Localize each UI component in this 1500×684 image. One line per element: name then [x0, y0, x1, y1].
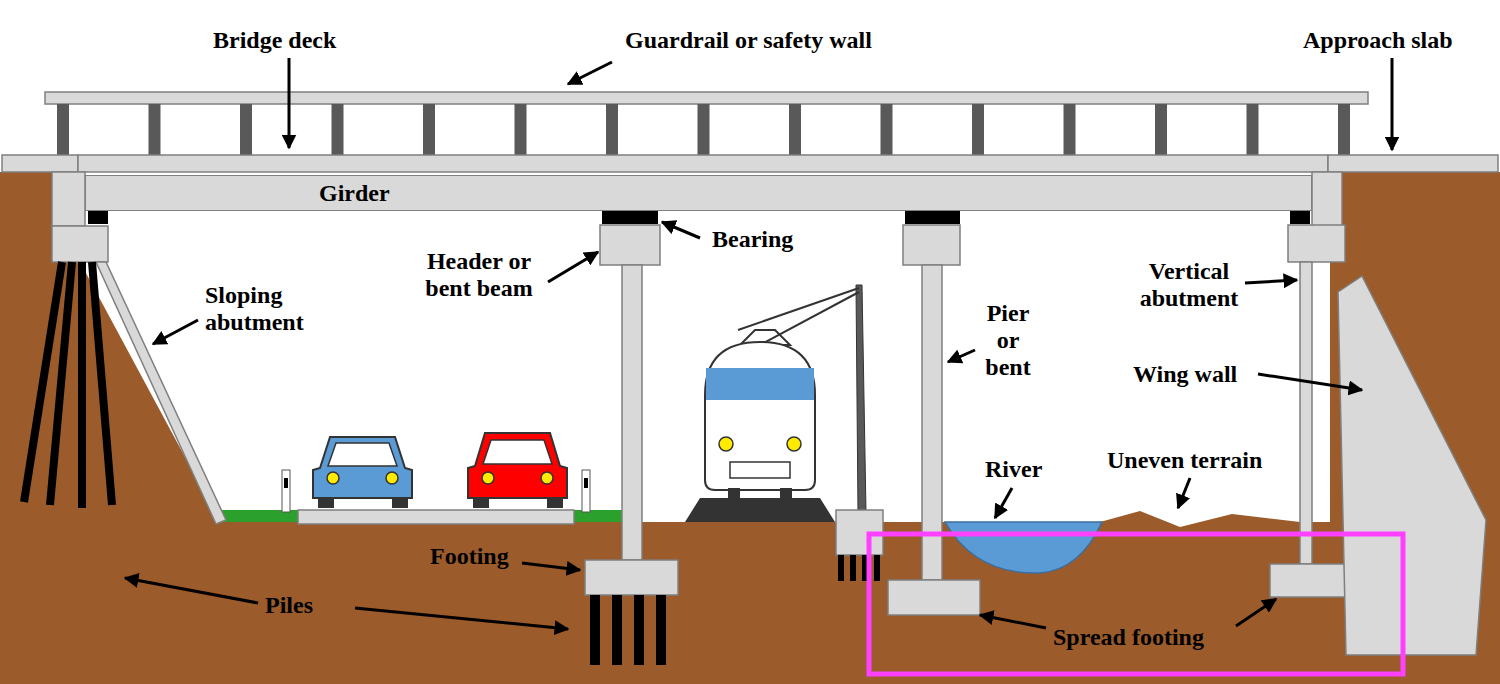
train	[685, 330, 835, 522]
part-label: Sloping abutment	[205, 282, 335, 336]
part-label: Bridge deck	[213, 27, 336, 54]
guardrail-post	[57, 104, 69, 155]
part-label: River	[985, 456, 1042, 483]
part-label: Uneven terrain	[1107, 447, 1262, 474]
guardrail-post	[881, 104, 893, 155]
grass	[572, 510, 622, 522]
bridge-deck	[78, 155, 1328, 172]
guardrail-post	[1247, 104, 1259, 155]
road	[298, 510, 574, 524]
part-label: Approach slab	[1303, 27, 1453, 54]
highlight-box	[869, 534, 1403, 674]
guardrail-post	[1338, 104, 1350, 155]
bearing	[88, 210, 1310, 224]
piles	[590, 595, 666, 665]
part-label: Pier or bent	[980, 300, 1036, 381]
leader-arrow	[125, 58, 1392, 629]
approach-slab	[2, 155, 78, 172]
guardrail-post	[149, 104, 161, 155]
guardrail-post	[240, 104, 252, 155]
pier	[585, 225, 678, 595]
part-label: Footing	[430, 543, 509, 570]
part-label: Header or bent beam	[408, 248, 550, 302]
part-label: Guardrail or safety wall	[625, 27, 872, 54]
piles	[24, 262, 112, 508]
guardrail-post	[515, 104, 527, 155]
guardrail-post	[606, 104, 618, 155]
approach-slab	[1328, 155, 1498, 172]
part-label: Vertical abutment	[1114, 258, 1264, 312]
guardrail	[45, 92, 1368, 104]
part-label: Piles	[265, 592, 313, 619]
part-label: Bearing	[712, 226, 793, 253]
ground	[0, 172, 1500, 684]
guardrail-post	[423, 104, 435, 155]
girder: Girder	[85, 175, 1312, 211]
wing-wall	[1338, 276, 1486, 655]
guardrail-post	[332, 104, 344, 155]
guardrail-post	[57, 104, 1350, 155]
pier	[888, 225, 980, 615]
part-label: Girder	[319, 180, 390, 207]
guardrail-post	[1155, 104, 1167, 155]
guardrail-post	[972, 104, 984, 155]
part-label: Spread footing	[1053, 624, 1204, 651]
guardrail-post	[789, 104, 801, 155]
sloping-abutment	[52, 172, 226, 524]
part-label: Wing wall	[1133, 361, 1237, 388]
car	[313, 433, 567, 508]
guardrail-post	[698, 104, 710, 155]
guardrail-post	[1064, 104, 1076, 155]
river	[945, 522, 1102, 573]
